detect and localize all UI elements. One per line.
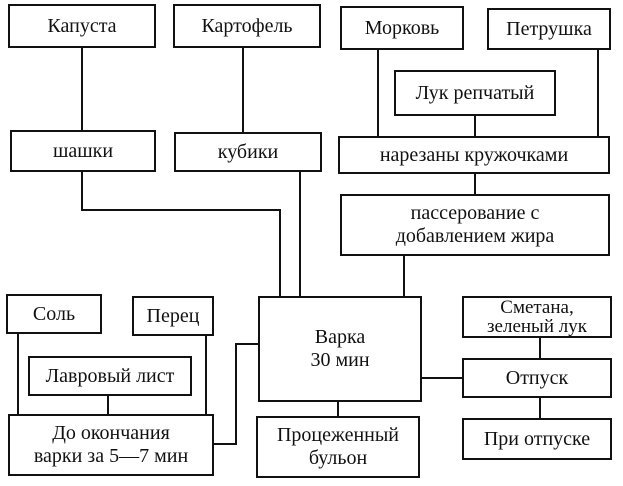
link-dookonchaniya-varka — [214, 343, 258, 445]
node-lavrovyi-list-label: Лавровый лист — [45, 364, 175, 387]
node-lavrovyi-list: Лавровый лист — [28, 356, 192, 396]
node-sol-label: Соль — [32, 302, 76, 325]
node-luk-repchatyi: Лук репчатый — [394, 70, 556, 116]
node-kapusta-label: Капуста — [47, 14, 117, 37]
node-varka: Варка 30 мин — [258, 296, 422, 402]
node-passerovanie-line2: добавлением жира — [395, 225, 555, 247]
node-sol: Соль — [6, 294, 102, 334]
node-shashki: шашки — [10, 130, 156, 172]
node-protsezhennyi-line1: Процеженный — [276, 424, 399, 446]
node-protsezhennyi-line2: бульон — [308, 447, 368, 469]
node-passerovanie: пассерование с добавлением жира — [340, 194, 610, 256]
node-luk-repchatyi-label: Лук репчатый — [415, 81, 535, 104]
node-smetana-line1: Сметана, — [500, 297, 574, 318]
node-varka-line1: Варка — [314, 326, 366, 348]
node-perets: Перец — [132, 296, 214, 336]
node-varka-line2: 30 мин — [310, 349, 370, 371]
node-shashki-label: шашки — [52, 139, 114, 162]
node-kubiki-label: кубики — [217, 140, 279, 163]
node-do-okonchaniya-line2: варки за 5—7 мин — [33, 445, 189, 467]
node-do-okonchaniya: До окончания варки за 5—7 мин — [8, 414, 214, 476]
node-perets-label: Перец — [146, 304, 200, 327]
node-kapusta: Капуста — [8, 4, 156, 48]
node-smetana-line2: зеленый лук — [487, 316, 587, 337]
node-pri-otpuske: При отпуске — [462, 418, 612, 460]
node-smetana-zelenyi-luk: Сметана, зеленый лук — [462, 296, 612, 338]
link-shashki-varka — [81, 172, 281, 296]
node-narezany-label: нарезаны кружочками — [379, 143, 569, 166]
node-morkov-label: Морковь — [364, 16, 440, 39]
node-kartofel-label: Картофель — [201, 14, 293, 37]
node-kartofel: Картофель — [173, 4, 321, 48]
node-petrushka-label: Петрушка — [506, 17, 592, 40]
node-otpusk-label: Отпуск — [505, 366, 569, 389]
node-narezany-kruzhochkami: нарезаны кружочками — [338, 136, 610, 174]
node-kubiki: кубики — [174, 132, 322, 172]
node-petrushka: Петрушка — [487, 8, 611, 50]
node-morkov: Морковь — [340, 6, 464, 50]
node-otpusk: Отпуск — [462, 358, 612, 398]
node-pri-otpuske-label: При отпуске — [483, 427, 591, 450]
node-do-okonchaniya-line1: До окончания — [52, 422, 170, 444]
node-passerovanie-line1: пассерование с — [410, 202, 540, 224]
node-protsezhennyi-bulon: Процеженный бульон — [256, 416, 420, 478]
